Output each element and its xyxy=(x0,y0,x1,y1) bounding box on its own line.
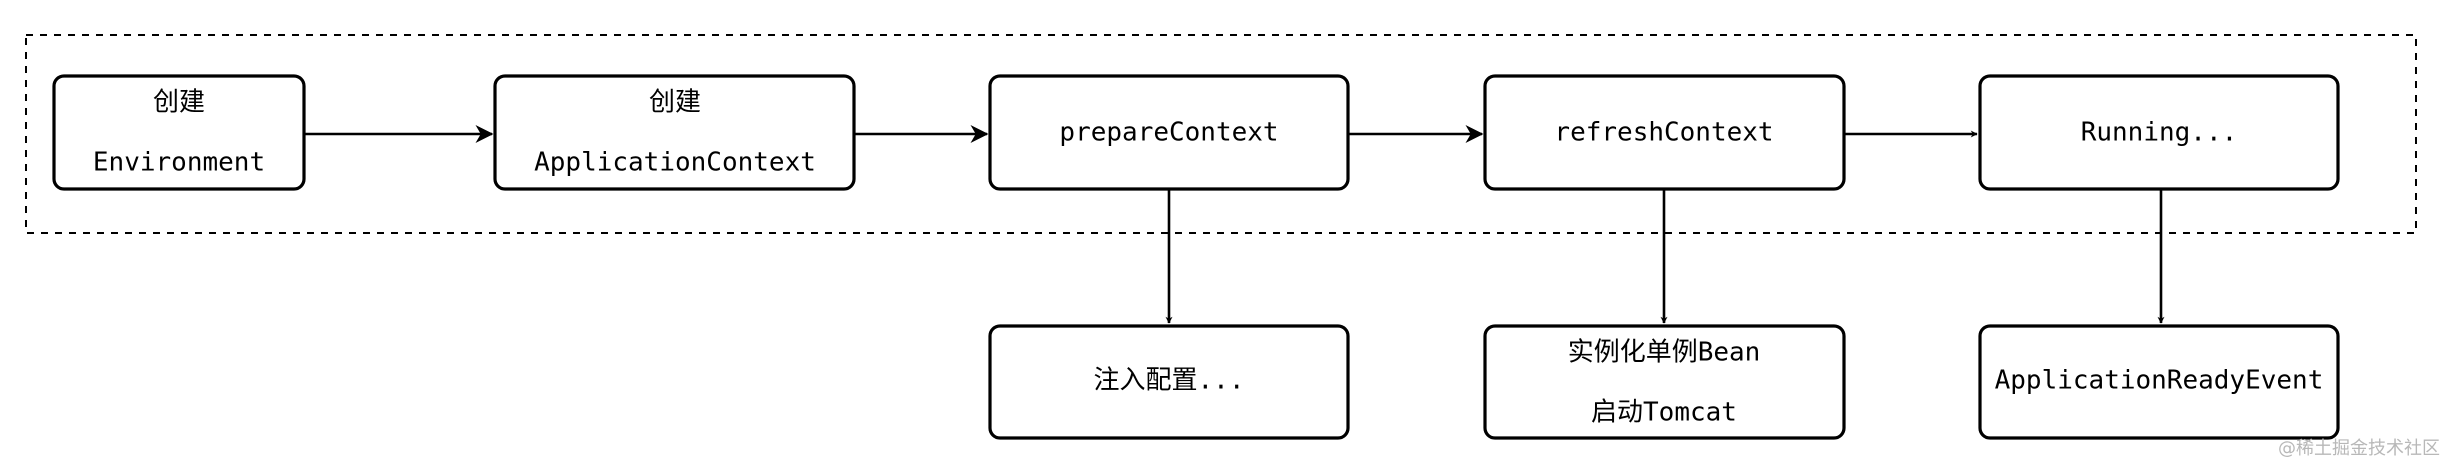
node-prepare-context-label: prepareContext xyxy=(1059,118,1278,148)
node-running: Running... xyxy=(1978,74,2340,191)
node-create-environment-line2: Environment xyxy=(93,148,265,178)
node-create-environment-line1: 创建 xyxy=(153,88,205,118)
node-create-application-context-line1: 创建 xyxy=(649,88,701,118)
node-instantiate-beans-line1: 实例化单例Bean xyxy=(1568,338,1761,368)
node-application-ready-event-label: ApplicationReadyEvent xyxy=(1995,366,2324,396)
node-create-application-context: 创建 ApplicationContext xyxy=(493,74,856,191)
node-running-label: Running... xyxy=(2081,118,2238,148)
node-refresh-context-label: refreshContext xyxy=(1554,118,1773,148)
node-inject-config: 注入配置... xyxy=(988,324,1350,440)
node-create-environment: 创建 Environment xyxy=(52,74,306,191)
watermark-text: @稀土掘金技术社区 xyxy=(2278,438,2440,459)
main-flow-group xyxy=(25,34,2417,234)
node-application-ready-event: ApplicationReadyEvent xyxy=(1978,324,2340,440)
node-refresh-context: refreshContext xyxy=(1483,74,1846,191)
node-instantiate-beans-line2: 启动Tomcat xyxy=(1591,398,1737,428)
node-inject-config-label: 注入配置... xyxy=(1094,366,1245,396)
node-instantiate-beans: 实例化单例Bean 启动Tomcat xyxy=(1483,324,1846,440)
node-create-application-context-line2: ApplicationContext xyxy=(534,148,816,178)
node-prepare-context: prepareContext xyxy=(988,74,1350,191)
